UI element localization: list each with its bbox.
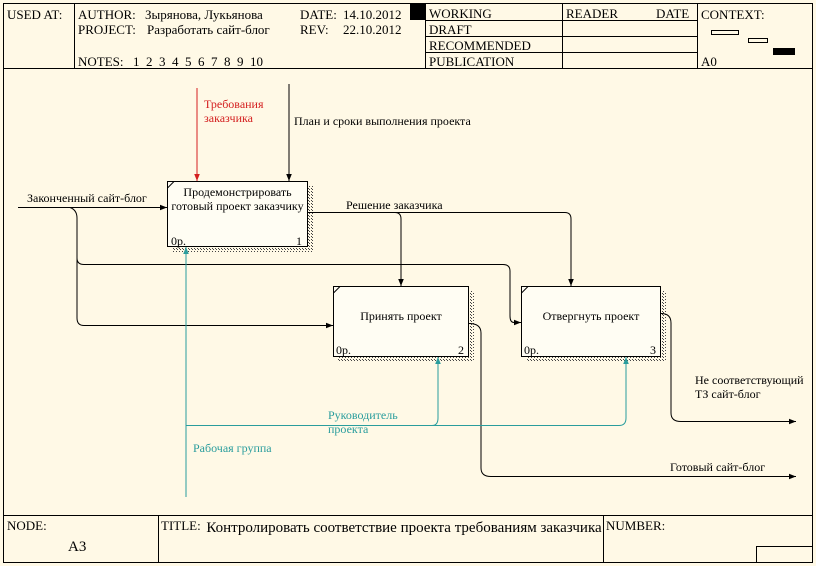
box-2-number: 2 (458, 343, 464, 357)
label-finished-site: Законченный сайт-блог (27, 191, 147, 205)
rev-label: REV: (300, 22, 329, 37)
label-decision: Решение заказчика (346, 198, 443, 212)
arrow-not-matching (660, 313, 796, 425)
date-col-label: DATE (656, 6, 690, 21)
project-value: Разработать сайт-блог (147, 22, 270, 37)
node-label: NODE: (7, 518, 47, 533)
label-plan: План и сроки выполнения проекта (294, 114, 471, 128)
date-label: DATE: (300, 7, 337, 22)
working-marker (410, 4, 425, 20)
title-label: TITLE: (161, 518, 201, 533)
status-working: WORKING (429, 6, 492, 21)
box-1-number: 1 (296, 234, 302, 248)
diagram-title: Контролировать соответствие проекта треб… (206, 520, 602, 536)
arrow-ready-site (468, 323, 796, 480)
arrow-decision (308, 212, 574, 286)
date-value: 14.10.2012 (343, 7, 402, 22)
project-label: PROJECT: (78, 22, 136, 37)
notes-label: NOTES: (78, 54, 124, 69)
context-label: CONTEXT: (701, 7, 765, 22)
status-recommended: RECOMMENDED (429, 38, 531, 53)
arrow-leader (186, 357, 629, 426)
label-not-matching: Не соответствующий ТЗ сайт-блог (695, 373, 804, 401)
label-ready-site: Готовый сайт-блог (670, 460, 766, 474)
box-3-cost: 0р. (524, 343, 539, 357)
box-3-rect[interactable] (521, 286, 661, 357)
reader-label: READER (566, 6, 618, 21)
label-work-group: Рабочая группа (193, 441, 272, 455)
author-label: AUTHOR: (78, 7, 136, 22)
rev-value: 22.10.2012 (343, 22, 402, 37)
box-3-number: 3 (650, 343, 656, 357)
label-customer-requirements: Требования заказчика (204, 97, 264, 125)
outer-frame (3, 3, 813, 563)
node-value: А3 (68, 539, 87, 555)
author-value: Зырянова, Лукьянова (145, 7, 263, 22)
context-node: A0 (701, 54, 717, 69)
box-1-label: Продемонстрировать готовый проект заказч… (171, 185, 304, 213)
box-3-label: Отвергнуть проект (542, 309, 640, 323)
status-draft: DRAFT (429, 22, 472, 37)
used-at-label: USED AT: (7, 7, 63, 22)
number-label: NUMBER: (606, 518, 666, 533)
box-1-rect[interactable] (167, 181, 308, 247)
box-2-label: Принять проект (360, 309, 442, 323)
box-2-cost: 0р. (336, 343, 351, 357)
notes-numbers: 1 2 3 4 5 6 7 8 9 10 (133, 54, 263, 69)
box-2-rect[interactable] (333, 286, 469, 357)
box-1-cost: 0р. (171, 234, 186, 248)
label-leader: Руководитель проекта (328, 408, 398, 436)
status-publication: PUBLICATION (429, 54, 515, 69)
